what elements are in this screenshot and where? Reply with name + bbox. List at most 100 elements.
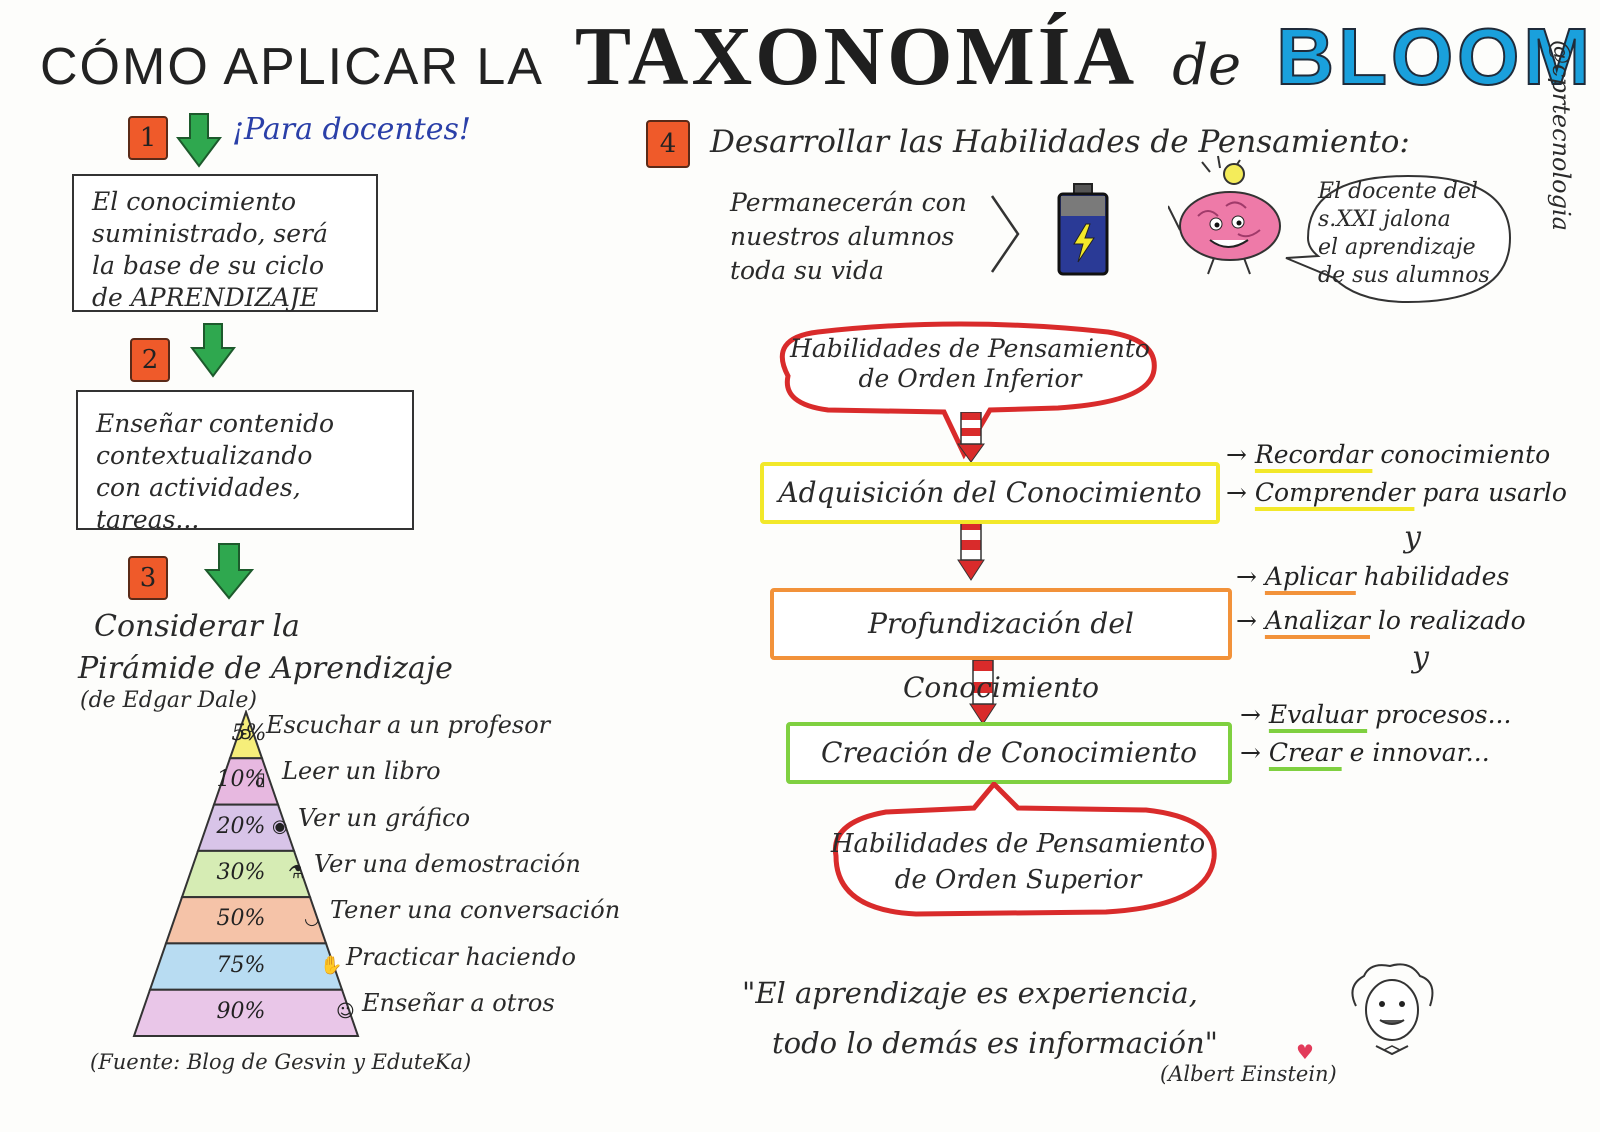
title-part-3: de — [1172, 33, 1242, 98]
lower-order-line: Habilidades de Pensamiento — [790, 334, 1150, 363]
arrow-right-icon: → — [1240, 700, 1269, 729]
flask-icon: ⚗ — [288, 862, 305, 883]
teacher-icon: ☺ — [336, 1000, 355, 1022]
phase-verb-rest: para usarlo — [1414, 478, 1567, 507]
speech-bubble — [1285, 174, 1512, 304]
striped-connector-3 — [969, 660, 997, 725]
lower-order-text: Habilidades de Pensamiento de Orden Infe… — [780, 334, 1160, 394]
pyramid-activity: Ver una demostración — [314, 850, 581, 878]
phase-verb-rest: habilidades — [1355, 562, 1510, 591]
arrow-right-icon: → — [1226, 478, 1255, 507]
pyramid-activity: Ver un gráfico — [298, 803, 471, 832]
phase-verb-rest: e innovar... — [1341, 738, 1490, 767]
arrow-right-icon: → — [1240, 738, 1269, 767]
speech-line: El docente del — [1318, 179, 1478, 204]
arrow-right-icon: → — [1236, 606, 1265, 635]
learning-pyramid — [132, 710, 360, 1037]
step-3-arrow-icon — [204, 543, 254, 600]
striped-connector-2 — [957, 520, 985, 581]
lifetime-line: toda su vida — [730, 256, 884, 285]
higher-order-text: Habilidades de Pensamiento de Orden Supe… — [826, 826, 1210, 898]
step-2-box: Enseñar contenido contextualizando con a… — [76, 390, 414, 534]
step-2-line: Enseñar contenido — [96, 409, 335, 438]
pyramid-activity: Enseñar a otros — [362, 988, 555, 1017]
eye-icon: ◉ — [272, 815, 288, 837]
step-1-heading: ¡Para docentes! — [232, 112, 471, 147]
phase-verb: Crear — [1268, 738, 1342, 767]
lifetime-text: Permanecerán con nuestros alumnos toda s… — [730, 186, 967, 288]
phase-verb-rest: procesos... — [1367, 700, 1512, 729]
phase-verb-row: → Evaluar procesos... — [1240, 700, 1511, 729]
lifetime-line: Permanecerán con — [730, 188, 967, 217]
higher-order-bubble — [832, 782, 1217, 917]
pyramid-source: (Fuente: Blog de Gesvin y EduteKa) — [90, 1050, 472, 1074]
page-title: CÓMO APLICAR LA TAXONOMÍA de BLOOM — [40, 8, 1591, 103]
book-icon: ▯ — [256, 769, 266, 791]
speech-line: el aprendizaje — [1318, 235, 1476, 260]
brain-mascot-icon — [1168, 155, 1281, 275]
lower-order-line: de Orden Inferior — [858, 364, 1082, 393]
step-1-line: El conocimiento — [92, 187, 297, 216]
author-handle: @cprtecnologia — [1547, 40, 1575, 231]
phase-verb-row: → Analizar lo realizado — [1236, 606, 1526, 635]
phase-verb-rest: conocimiento — [1372, 440, 1551, 469]
battery-icon — [1057, 183, 1109, 276]
speech-line: s.XXI jalona — [1318, 207, 1451, 232]
step-4-badge: 4 — [646, 120, 690, 168]
phase-verb: Evaluar — [1268, 700, 1368, 729]
step-4-heading: Desarrollar las Habilidades de Pensamien… — [710, 124, 1410, 160]
chevron-right-icon — [990, 195, 1020, 273]
striped-connector-1 — [957, 412, 985, 463]
pyramid-percent: 20% — [216, 813, 266, 839]
step-1-line: de APRENDIZAJE — [92, 283, 319, 312]
step-3-badge: 3 — [128, 556, 168, 600]
pyramid-percent: 30% — [216, 860, 266, 885]
speech-line: de sus alumnos — [1318, 263, 1490, 288]
pyramid-percent: 5% — [231, 721, 267, 747]
step-3-heading: Considerar la Pirámide de Aprendizaje — [78, 606, 453, 690]
connector-y-1: y — [1404, 520, 1421, 555]
title-part-1: CÓMO APLICAR LA — [40, 38, 544, 96]
phase-acquisition: Adquisición del Conocimiento — [760, 462, 1220, 524]
pyramid-activity: Tener una conversación — [330, 896, 621, 925]
phase-verb-row: → Comprender para usarlo — [1226, 478, 1567, 507]
higher-order-line: de Orden Superior — [894, 865, 1142, 895]
quote-line: "El aprendizaje es experiencia, — [742, 976, 1198, 1010]
speech-text: El docente del s.XXI jalona el aprendiza… — [1318, 178, 1518, 290]
pyramid-percent: 90% — [216, 998, 266, 1024]
phase-verb: Comprender — [1254, 478, 1415, 507]
title-part-4: BLOOM — [1275, 11, 1595, 102]
step-2-badge: 2 — [130, 338, 170, 382]
lips-icon: ◡ — [304, 908, 320, 930]
phase-verb-row: → Aplicar habilidades — [1236, 562, 1509, 591]
phase-verb-row: → Crear e innovar... — [1240, 738, 1490, 767]
quote-line: todo lo demás es información" — [772, 1026, 1218, 1060]
step-2-line: con actividades, tareas... — [96, 473, 301, 534]
pyramid-percent: 75% — [216, 952, 266, 978]
step-2-line: contextualizando — [96, 441, 313, 470]
lower-order-bubble — [779, 321, 1157, 460]
pyramid-activity: Practicar haciendo — [346, 942, 576, 971]
step-1-line: la base de su ciclo — [92, 251, 324, 280]
heart-icon: ♥ — [1296, 1040, 1314, 1064]
step-3-heading-line: Pirámide de Aprendizaje — [78, 651, 453, 686]
phase-verb-rest: lo realizado — [1369, 606, 1526, 635]
einstein-portrait-icon — [1351, 963, 1434, 1056]
step-2-arrow-icon — [190, 323, 236, 378]
higher-order-line: Habilidades de Pensamiento — [830, 829, 1206, 859]
pyramid-percent: 50% — [216, 906, 266, 932]
lifetime-line: nuestros alumnos — [730, 222, 955, 251]
step-3-heading-line: Considerar la — [94, 609, 300, 644]
ear-icon: ʚ — [240, 723, 252, 745]
step-1-badge: 1 — [128, 116, 168, 160]
arrow-right-icon: → — [1226, 440, 1255, 469]
pyramid-activity: Escuchar a un profesor — [266, 711, 551, 740]
step-1-arrow-icon — [176, 113, 222, 168]
step-1-line: suministrado, será — [92, 219, 328, 248]
phase-creation: Creación de Conocimiento — [786, 722, 1232, 784]
step-3-subheading: (de Edgar Dale) — [80, 688, 257, 713]
connector-y-2: y — [1412, 640, 1429, 675]
pyramid-percent: 10% — [216, 767, 266, 793]
step-1-box: El conocimiento suministrado, será la ba… — [72, 174, 378, 312]
phase-deepening: Profundización del Conocimiento — [770, 588, 1232, 704]
